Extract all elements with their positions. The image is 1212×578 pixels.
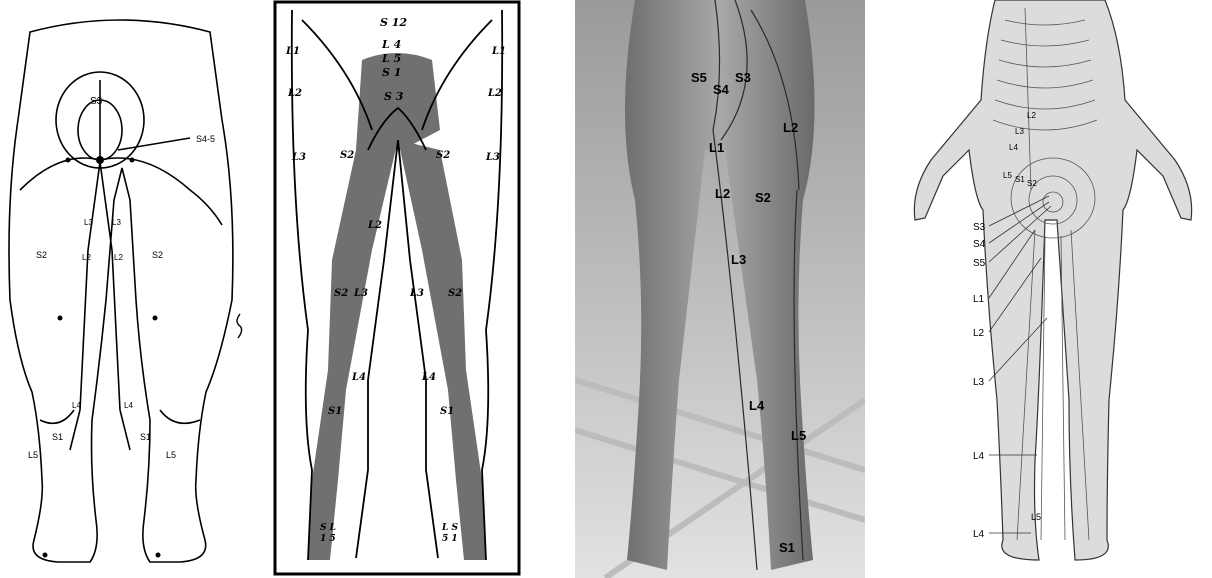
dermatome-drawing-1: S3 S4-5 S2 S2 S1 S1 L5 L5 L3 L3 L2 L2 L4… (0, 0, 250, 578)
label-l2-right: L2 (487, 88, 502, 99)
dot (66, 158, 71, 163)
body-outline-1 (9, 20, 233, 562)
label-l5: L5 (1031, 512, 1041, 522)
label-l4-left: L4 (72, 401, 81, 410)
label-s3: S3 (735, 70, 751, 85)
label-s3: S3 (90, 96, 103, 107)
label-l3: L3 (973, 377, 985, 388)
label-s2-left: S2 (340, 150, 354, 161)
label-l2-left: L2 (287, 88, 302, 99)
label-l3-right: L3 (112, 218, 121, 227)
label-s45: S4-5 (196, 134, 215, 144)
label-s1-right: S1 (140, 432, 151, 442)
label-l5-left: L5 (28, 450, 38, 460)
label-s3: S3 (973, 222, 986, 233)
label-l2-center: L2 (367, 220, 382, 231)
label-l2-mid: L2 (715, 186, 730, 201)
label-l5: L 5 (381, 52, 401, 65)
label-l2-left: L2 (82, 253, 91, 262)
label-s2: S2 (755, 190, 771, 205)
dot (58, 316, 63, 321)
label-l3: L3 (731, 252, 746, 267)
dot (130, 158, 135, 163)
body-figure (914, 0, 1191, 560)
label-s2-left: S2 (36, 250, 47, 260)
label-l4: L4 (973, 451, 985, 462)
label-l4b: L4 (973, 529, 985, 540)
dermatome-fullbody: S3 S4 S5 L1 L2 L3 L4 L4 L5 L2 L3 L4 L5 S… (885, 0, 1212, 578)
dermatome-render: S5 S4 S3 L2 L1 L2 S2 L3 L4 L5 S1 (575, 0, 865, 578)
spine-l4: L4 (1009, 143, 1018, 152)
label-l4: L 4 (381, 38, 401, 51)
label-s5: S5 (973, 258, 986, 269)
label-l3-leg-left: L3 (353, 288, 368, 299)
dot (153, 316, 158, 321)
label-l5-right: L5 (166, 450, 176, 460)
label-s1-left: S1 (52, 432, 63, 442)
squiggle-mark (232, 312, 246, 342)
label-s1-left: S1 (328, 406, 342, 417)
spine-s1: S1 (1015, 175, 1025, 184)
spine-l2: L2 (1027, 111, 1036, 120)
label-l2-right: L2 (114, 253, 123, 262)
label-l2-top: L2 (783, 120, 798, 135)
dermatome-drawing-2: S 12 L 4 L 5 S 1 L1 L1 L2 L2 S 3 L3 L3 S… (272, 0, 522, 578)
label-s5: S5 (691, 70, 707, 85)
label-l2: L2 (973, 328, 985, 339)
sacrum-dot (96, 156, 104, 164)
label-l5: L5 (791, 428, 806, 443)
label-s1-right: S1 (440, 406, 454, 417)
label-l4-right: L4 (421, 372, 436, 383)
dot (43, 553, 48, 558)
label-s2-leg-right: S2 (448, 288, 462, 299)
label-s3: S 3 (384, 90, 404, 103)
label-l3-right: L3 (485, 152, 500, 163)
label-l3-leg-right: L3 (409, 288, 424, 299)
spine-l5: L5 (1003, 171, 1012, 180)
label-s4: S4 (973, 239, 986, 250)
label-l1: L1 (709, 140, 724, 155)
label-l3-left: L3 (291, 152, 306, 163)
label-l1-left: L1 (285, 46, 300, 57)
label-l1-right: L1 (491, 46, 506, 57)
label-s1: S1 (779, 540, 795, 555)
label-s12: S 12 (380, 16, 407, 29)
label-l3-left: L3 (84, 218, 93, 227)
label-l4-left: L4 (351, 372, 366, 383)
spine-s2: S2 (1027, 179, 1037, 188)
spine-l3: L3 (1015, 127, 1024, 136)
label-l1: L1 (973, 294, 985, 305)
label-s2-leg-left: S2 (334, 288, 348, 299)
label-s2-right: S2 (152, 250, 163, 260)
dot (156, 553, 161, 558)
label-s2-right: S2 (436, 150, 450, 161)
label-l4: L4 (749, 398, 765, 413)
label-s1: S 1 (382, 66, 401, 79)
label-l4-right: L4 (124, 401, 133, 410)
label-s4: S4 (713, 82, 730, 97)
